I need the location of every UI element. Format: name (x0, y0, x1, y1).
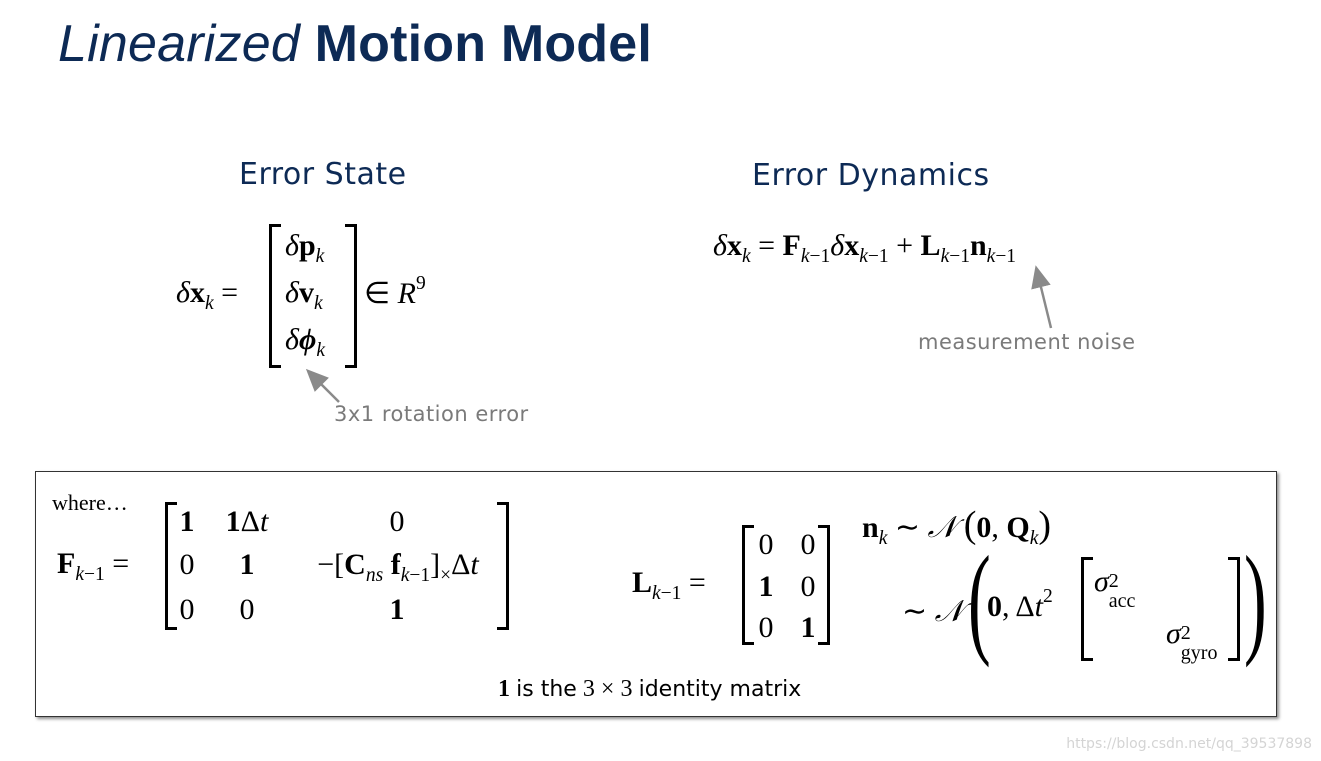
page-title: Linearized Motion Model (58, 14, 652, 74)
f-cell-2-3: −[Cns fk−1]×Δt (317, 548, 479, 586)
identity-dims: 3 × 3 (582, 676, 633, 702)
error-state-entry-v: δvk (285, 276, 323, 314)
f-cell-1-1: 1 (179, 505, 195, 538)
f-cell-1-2: 1Δt (225, 505, 269, 538)
error-state-left-bracket (269, 224, 281, 368)
rotation-error-arrow (305, 368, 340, 403)
identity-text-a: is the (516, 677, 577, 702)
identity-note: 1 is the 3 × 3 identity matrix (498, 676, 801, 703)
error-state-lhs: δxk = (176, 276, 239, 314)
title-italic: Linearized (58, 15, 300, 73)
error-state-heading: Error State (239, 157, 407, 192)
l-cell-3-2: 1 (800, 611, 816, 644)
watermark: https://blog.csdn.net/qq_39537898 (1066, 736, 1312, 752)
big-right-paren: ) (1244, 531, 1267, 668)
f-matrix-lhs: Fk−1 = (57, 547, 130, 585)
identity-text-b: identity matrix (638, 677, 802, 702)
f-cell-3-3: 1 (389, 593, 405, 626)
definitions-box (35, 471, 1277, 717)
error-state-space: ∈ R9 (364, 273, 426, 310)
l-matrix-left-bracket (742, 525, 754, 645)
rotation-error-note: 3x1 rotation error (334, 402, 529, 426)
f-cell-1-3: 0 (389, 505, 405, 538)
l-cell-1-2: 0 (800, 528, 816, 561)
error-state-right-bracket (345, 224, 357, 368)
noise-distribution-args: 0, Δt2 (987, 586, 1053, 623)
title-bold: Motion Model (314, 15, 653, 73)
error-dynamics-equation: δxk = Fk−1δxk−1 + Lk−1nk−1 (713, 229, 1017, 267)
l-matrix-right-bracket (818, 525, 830, 645)
error-state-entry-phi: δϕk (285, 323, 325, 361)
error-dynamics-heading: Error Dynamics (752, 158, 990, 193)
f-matrix-left-bracket (165, 502, 177, 630)
noise-distribution-line-1: nk ∼ 𝒩 (0, Qk) (862, 504, 1052, 549)
l-cell-3-1: 0 (758, 611, 774, 644)
f-cell-2-1: 0 (179, 548, 195, 581)
l-matrix-lhs: Lk−1 = (632, 566, 706, 604)
cov-right-bracket (1228, 557, 1240, 661)
big-left-paren: ( (968, 531, 991, 668)
f-cell-3-1: 0 (179, 593, 195, 626)
error-state-entry-p: δpk (285, 229, 325, 267)
where-label: where… (52, 490, 128, 515)
measurement-noise-arrow (1031, 265, 1053, 329)
noise-distribution-sim: ∼ 𝒩 (902, 594, 964, 629)
cov-left-bracket (1081, 557, 1093, 661)
f-cell-2-2: 1 (239, 548, 255, 581)
identity-bold-one: 1 (498, 676, 510, 702)
l-cell-2-2: 0 (800, 570, 816, 603)
l-cell-1-1: 0 (758, 528, 774, 561)
f-cell-3-2: 0 (239, 593, 255, 626)
l-cell-2-1: 1 (758, 570, 774, 603)
f-matrix-right-bracket (497, 502, 509, 630)
measurement-noise-note: measurement noise (918, 330, 1136, 354)
